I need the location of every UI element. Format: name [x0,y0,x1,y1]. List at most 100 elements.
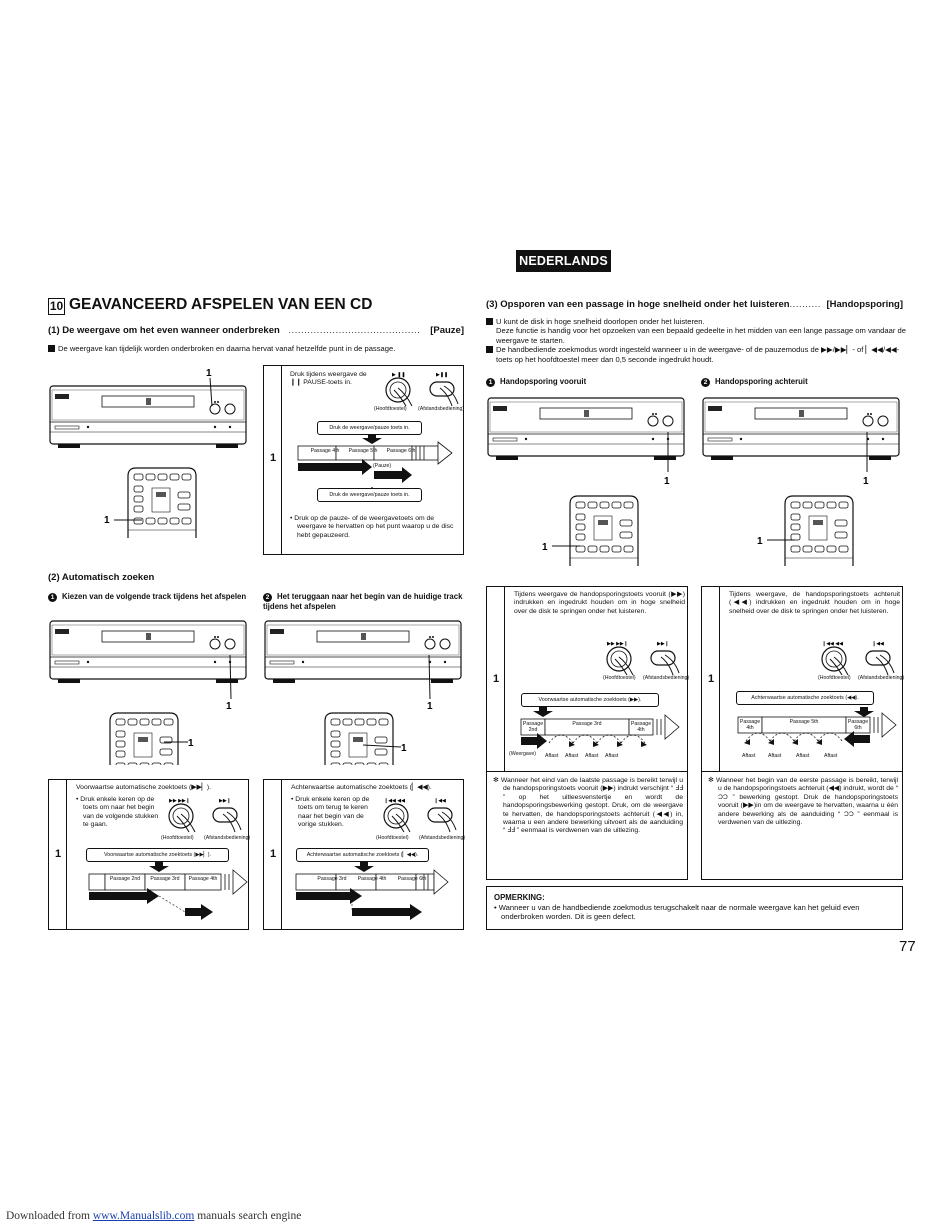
callout-number: 1 [757,536,763,547]
svg-text:▶▶ ▶▶❙: ▶▶ ▶▶❙ [607,641,628,647]
callout-number: 1 [664,476,670,487]
backward-illustration: 1 1 [702,397,900,567]
remote-icon [109,712,179,765]
scan-label: Aftast [742,753,756,759]
passage-label: Passage 4th [310,448,340,454]
main-unit-label: (Hoofdtoestel) [603,675,636,681]
scan-label: Aftast [796,753,810,759]
autosearch-left-box: 1 Voorwaartse automatische zoektoets (▶▶… [48,779,250,930]
bullet-item: De handbediende zoekmodus wordt ingestel… [486,345,906,364]
remote-icon [569,495,639,567]
passage-label: Passage 4th [188,876,218,882]
passage-label: Passage 6th [847,719,869,731]
pause-note: • Druk op de pauze- of de weergavetoets … [290,515,454,539]
page-number: 77 [899,938,916,955]
box-callout: Achterwaartse automatische zoektoets (▏◀… [296,848,429,862]
autosearch-right-illustration: 1 1 [264,620,462,765]
svg-text:❙◀◀ ◀◀: ❙◀◀ ◀◀ [384,798,405,804]
box-callout: Achterwaartse automatische zoektoets (◀◀… [736,691,874,705]
callout-top: Druk de weergave/pauze toets in. [317,421,422,435]
step-number: 1 [707,673,715,685]
section-number: 10 [48,298,65,315]
footer-suffix: manuals search engine [197,1210,302,1222]
box-callout: Voorwaartse automatische zoektoets (▶▶▏)… [86,848,229,862]
autosearch-right-box: 1 Achterwaartse automatische zoektoets (… [263,779,466,930]
remote-icon [324,712,394,765]
opmerking-text: • Wanneer u van de handbediende zoekmodu… [494,903,860,922]
cd-player-icon [49,620,247,684]
pause-heading: (1) De weergave om het even wanneer onde… [48,325,280,336]
remote-button-icon [650,650,680,676]
step-number: 1 [269,848,277,860]
callout-number: 1 [427,701,433,712]
passage-label: Passage 6th [386,448,416,454]
opmerking-box: OPMERKING: • Wanneer u van de handbedien… [486,886,903,930]
opmerking-title: OPMERKING: [494,893,545,902]
step-number: 1 [269,452,277,464]
remote-button-icon [427,807,457,833]
footer-prefix: Downloaded from [6,1210,90,1222]
bullet-item: U kunt de disk in hoge snelheid doorlope… [486,317,906,326]
backward-instruction: Tijdens weergave, de handopsporingstoets… [729,591,900,615]
main-unit-label: (Hoofdtoestel) [374,406,407,412]
svg-text:▶❚❚: ▶❚❚ [436,372,448,378]
pause-bullet: De weergave kan tijdelijk worden onderbr… [48,344,468,353]
pause-instruction: Druk tijdens weergave de ❙❙ PAUSE-toets … [290,371,367,387]
box-callout: Voorwaartse automatische zoektoets (▶▶). [521,693,659,707]
cd-player-icon [49,385,247,449]
passage-label: Passage 5th [789,719,819,725]
scan-label: Aftast [545,753,559,759]
backward-step-box: 1 Tijdens weergave, de handopsporingstoe… [701,586,904,880]
svg-text:❙◀◀: ❙◀◀ [872,641,884,647]
pause-illustration: 1 1 [49,368,247,539]
callout-number: 1 [401,743,407,754]
step-number: 1 [492,673,500,685]
pause-tag: [Pauze] [430,325,464,336]
callout-number: 1 [104,515,110,526]
pause-label: (Pauze) [373,463,392,469]
remote-icon [784,495,854,567]
bullet-item: Deze functie is handig voor het opzoeken… [496,326,906,345]
callout-number: 1 [188,738,194,749]
remote-icon [127,467,197,539]
cd-player-icon [487,397,685,461]
pause-button-icon [385,377,413,407]
cd-player-icon [702,397,900,461]
remote-button-icon [429,381,459,407]
passage-label: Passage 2nd [109,876,141,882]
pause-dots: ........................................… [288,325,421,336]
callout-number: 1 [206,368,212,379]
box-text: • Druk enkele keren op de toets om terug… [291,796,370,829]
main-unit-label: (Hoofdtoestel) [818,675,851,681]
step-number: 1 [54,848,62,860]
pause-step-box: 1 Druk tijdens weergave de ❙❙ PAUSE-toet… [263,365,464,555]
passage-label: Passage 3rd [317,876,347,882]
next-button-icon [168,803,196,833]
forward-footnote: ✻ Wanneer het eind van de laatste passag… [493,777,683,835]
pause-heading-row: (1) De weergave om het even wanneer onde… [48,325,464,336]
scan-label: Aftast [824,753,838,759]
remote-label: (Afstandsbediening) [643,675,690,681]
remote-button-icon [212,807,242,833]
main-unit-label: (Hoofdtoestel) [161,835,194,841]
forward-instruction: Tijdens weergave de handopsporingstoets … [514,591,685,615]
scan-label: Aftast [585,753,599,759]
manual-search-bullets: U kunt de disk in hoge snelheid doorlope… [486,317,906,364]
remote-label: (Afstandsbediening) [419,835,466,841]
callout-number: 1 [542,542,548,553]
passage-label: Passage 4th [357,876,387,882]
autosearch-heading: (2) Automatisch zoeken [48,572,155,583]
footer-link[interactable]: www.Manualslib.com [92,1210,195,1222]
passage-label: Passage 4th [739,719,761,731]
scan-label: Aftast [768,753,782,759]
box-title: Achterwaartse automatische zoektoets (▏◀… [291,784,432,791]
forward-illustration: 1 1 [487,397,685,567]
scan-label: Aftast [565,753,579,759]
manual-search-heading: (3) Opsporen van een passage in hoge sne… [486,299,790,310]
callout-number: 1 [226,701,232,712]
svg-text:▶▶ ▶▶❙: ▶▶ ▶▶❙ [169,798,190,804]
